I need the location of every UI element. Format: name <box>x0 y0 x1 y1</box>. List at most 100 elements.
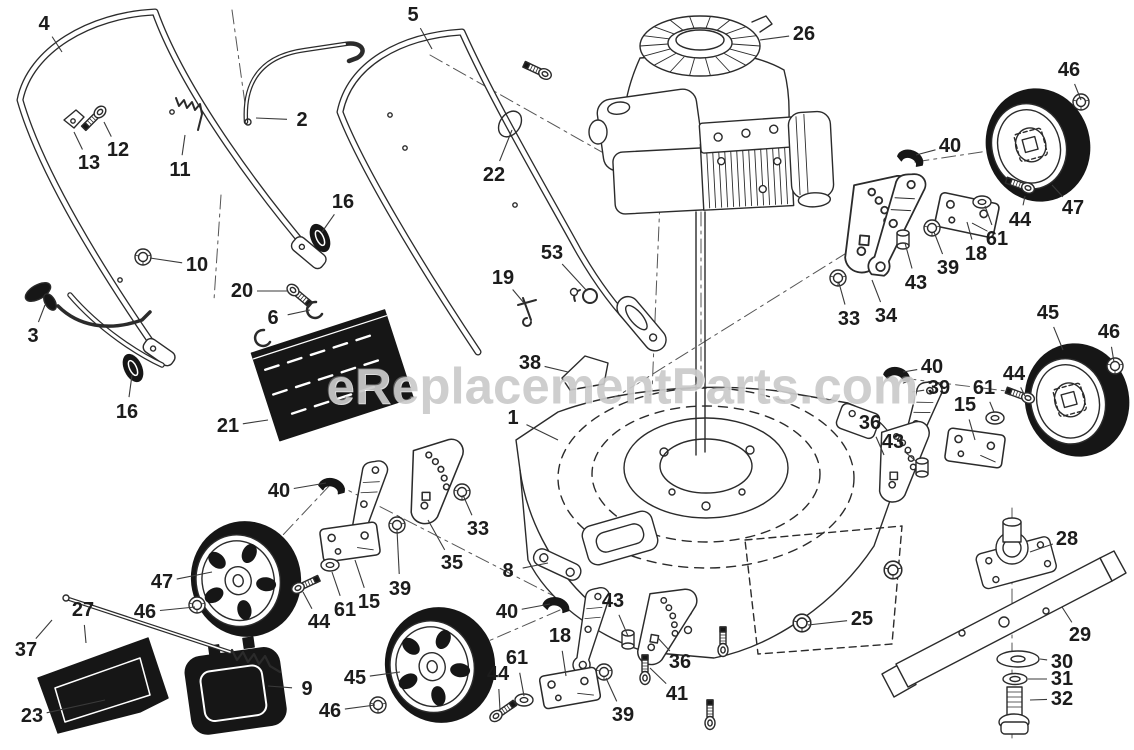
callout-46: 46 <box>1057 59 1081 81</box>
leader-line-18 <box>966 221 973 240</box>
callout-38: 38 <box>518 352 542 374</box>
callout-40: 40 <box>495 601 519 623</box>
callout-11: 11 <box>169 159 191 181</box>
callout-6: 6 <box>267 307 279 329</box>
callout-28: 28 <box>1055 528 1079 550</box>
callout-35: 35 <box>440 552 464 574</box>
callout-43: 43 <box>904 272 928 294</box>
bracket-cluster-front-center <box>369 548 903 731</box>
leader-line-12 <box>103 121 112 137</box>
leader-line-40 <box>915 149 936 156</box>
callout-9: 9 <box>301 678 313 700</box>
leader-line-16 <box>321 213 335 233</box>
rod-and-spring <box>62 594 282 674</box>
callout-32: 32 <box>1050 688 1074 710</box>
callout-20: 20 <box>230 280 254 302</box>
callout-44: 44 <box>307 611 331 633</box>
upper-handle-right <box>336 28 667 356</box>
leader-line-36 <box>657 637 671 652</box>
callout-61: 61 <box>985 228 1009 250</box>
leader-line-5 <box>419 27 433 50</box>
mulch-plug <box>184 636 287 735</box>
callout-40: 40 <box>920 356 944 378</box>
callout-39: 39 <box>611 704 635 726</box>
leader-line-6 <box>287 309 311 316</box>
callout-18: 18 <box>964 243 988 265</box>
callout-3: 3 <box>27 325 39 347</box>
leader-line-43 <box>618 614 629 637</box>
leader-line-8 <box>522 562 549 569</box>
leader-line-61 <box>519 672 525 697</box>
leader-line-47 <box>176 571 213 580</box>
callout-45: 45 <box>343 667 367 689</box>
alignment-lines <box>213 9 1063 739</box>
leader-line-37 <box>35 619 53 640</box>
callout-29: 29 <box>1068 624 1092 646</box>
callout-33: 33 <box>837 308 861 330</box>
callout-41: 41 <box>665 683 689 705</box>
leader-line-27 <box>83 624 87 644</box>
leader-line-40 <box>521 603 551 610</box>
callout-39: 39 <box>388 578 412 600</box>
callout-40: 40 <box>938 135 962 157</box>
callout-44: 44 <box>1002 363 1026 385</box>
leader-line-43 <box>904 451 918 463</box>
callout-44: 44 <box>1008 209 1032 231</box>
callout-36: 36 <box>858 412 882 434</box>
mower-deck <box>515 355 903 659</box>
leader-line-23 <box>46 699 106 714</box>
engine <box>588 15 835 456</box>
leader-line-45 <box>369 671 401 677</box>
leader-line-28 <box>1029 543 1054 553</box>
handle-hardware <box>24 59 598 387</box>
callout-21: 21 <box>216 415 240 437</box>
callout-16: 16 <box>331 191 355 213</box>
leader-line-32 <box>1029 698 1048 701</box>
leader-line-9 <box>267 685 293 689</box>
mulch-plate <box>250 309 414 442</box>
leader-line-61 <box>984 205 993 226</box>
leader-line-53 <box>561 263 588 292</box>
callout-46: 46 <box>1097 321 1121 343</box>
callout-34: 34 <box>874 305 898 327</box>
callout-43: 43 <box>881 431 905 453</box>
leader-line-21 <box>242 419 269 425</box>
leader-line-36 <box>875 436 885 456</box>
leader-line-43 <box>904 242 913 269</box>
leader-line-40 <box>293 482 327 490</box>
leader-line-22 <box>499 129 513 162</box>
callout-36: 36 <box>668 651 692 673</box>
leader-line-4 <box>51 36 63 53</box>
callout-44: 44 <box>486 663 510 685</box>
leader-line-11 <box>181 134 186 156</box>
leader-line-3 <box>37 304 46 323</box>
discharge-chute <box>37 637 169 734</box>
leader-line-35 <box>427 519 446 551</box>
callout-40: 40 <box>267 480 291 502</box>
leader-line-46 <box>159 606 196 612</box>
callout-4: 4 <box>38 13 50 35</box>
leader-line-30 <box>1039 658 1048 661</box>
callout-5: 5 <box>407 4 419 26</box>
callout-15: 15 <box>357 591 381 613</box>
callout-16: 16 <box>115 401 139 423</box>
leader-line-39 <box>933 231 944 255</box>
callout-47: 47 <box>1061 197 1085 219</box>
leader-line-39 <box>605 677 618 702</box>
leader-line-39 <box>911 389 925 393</box>
leader-line-29 <box>1061 606 1073 623</box>
leader-line-13 <box>73 131 83 150</box>
upper-handle-left <box>16 8 327 367</box>
callout-61: 61 <box>972 377 996 399</box>
leader-line-39 <box>396 529 400 575</box>
leader-line-46 <box>1110 346 1115 363</box>
leader-line-33 <box>838 282 846 305</box>
leader-line-26 <box>759 35 790 41</box>
leader-line-46 <box>1074 83 1082 101</box>
leader-line-34 <box>871 279 882 303</box>
leader-line-33 <box>462 494 473 516</box>
callout-53: 53 <box>540 242 564 264</box>
callout-2: 2 <box>296 109 308 131</box>
leader-line-40 <box>902 369 918 373</box>
